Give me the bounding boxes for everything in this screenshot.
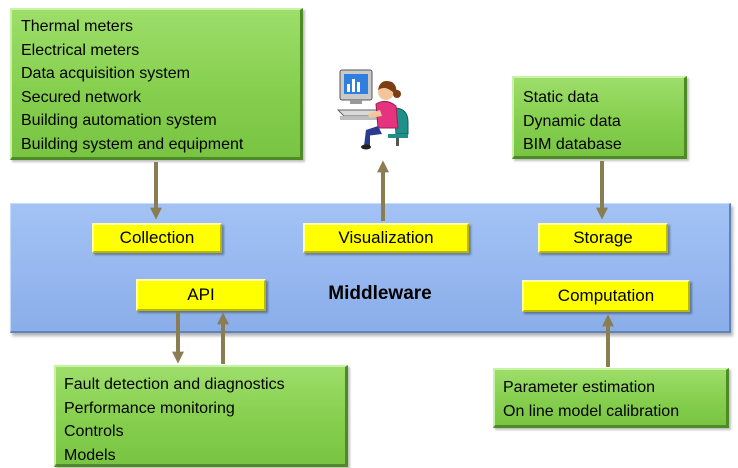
storage-sources-box: Static data Dynamic data BIM database bbox=[512, 76, 687, 159]
middleware-title: Middleware bbox=[328, 283, 432, 304]
storage-module: Storage bbox=[538, 223, 668, 253]
applications-box: Fault detection and diagnostics Performa… bbox=[54, 365, 348, 467]
visualization-module: Visualization bbox=[303, 223, 469, 253]
applications-line: Fault detection and diagnostics bbox=[64, 376, 285, 393]
applications-line: Models bbox=[64, 446, 116, 464]
api-module: API bbox=[136, 279, 266, 311]
calibration-line: Parameter estimation bbox=[503, 379, 656, 396]
inputs-box: Thermal meters Electrical meters Data ac… bbox=[10, 8, 303, 160]
collection-module: Collection bbox=[92, 223, 222, 253]
inputs-line: Building system and equipment bbox=[21, 135, 244, 153]
applications-line: Performance monitoring bbox=[64, 399, 235, 417]
person-at-computer-icon bbox=[336, 69, 409, 150]
computation-module: Computation bbox=[522, 280, 690, 312]
inputs-line: Electrical meters bbox=[21, 41, 140, 59]
calibration-box: Parameter estimation On line model calib… bbox=[493, 368, 729, 428]
applications-line: Controls bbox=[64, 423, 124, 440]
storage-sources-line: Static data bbox=[523, 89, 599, 106]
inputs-line: Building automation system bbox=[21, 112, 217, 129]
inputs-line: Data acquisition system bbox=[21, 65, 190, 82]
inputs-line: Thermal meters bbox=[21, 18, 134, 35]
storage-sources-line: BIM database bbox=[523, 136, 622, 153]
calibration-line: On line model calibration bbox=[503, 402, 680, 420]
storage-sources-line: Dynamic data bbox=[523, 112, 621, 130]
inputs-line: Secured network bbox=[21, 88, 142, 106]
